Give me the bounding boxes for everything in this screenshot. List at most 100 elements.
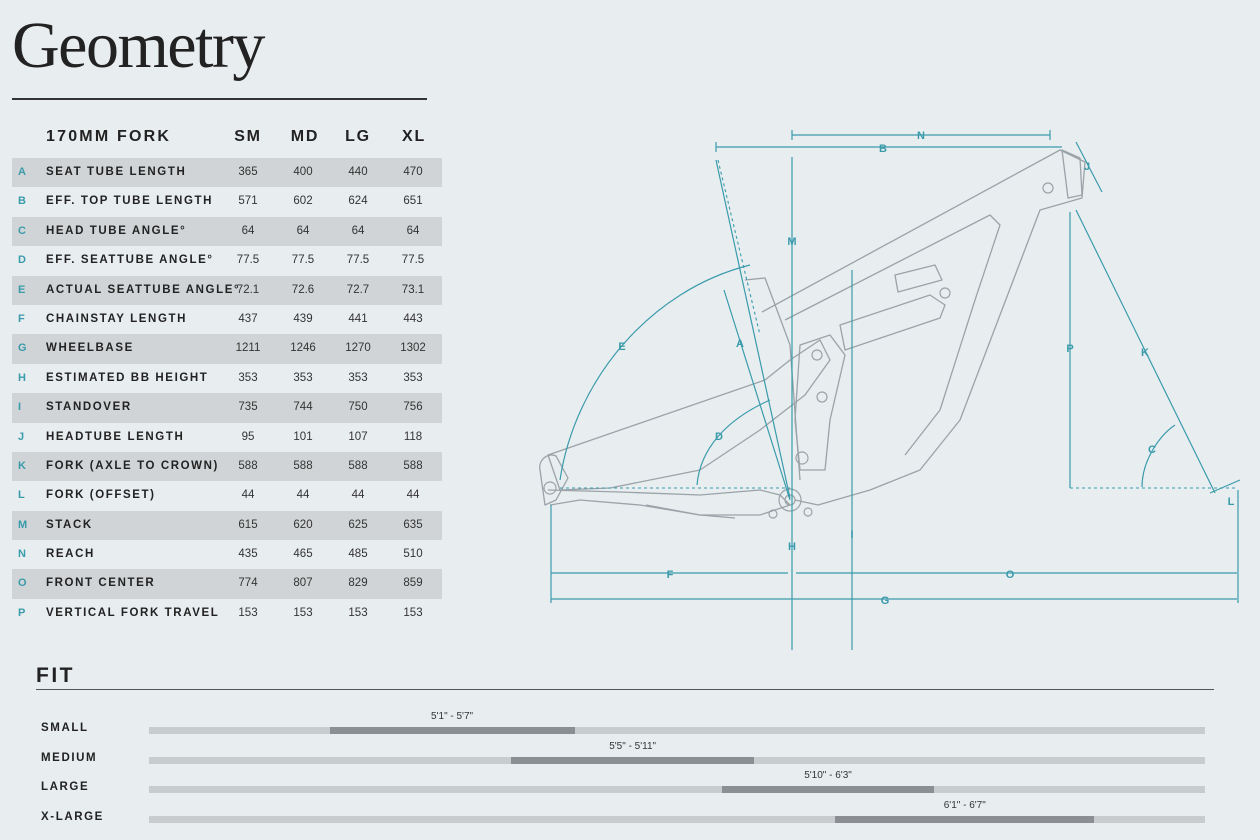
row-code: K — [18, 459, 26, 472]
row-code: C — [18, 224, 26, 237]
row-value-xl: 510 — [403, 548, 423, 561]
dim-a — [723, 289, 791, 501]
fit-track — [149, 786, 1205, 793]
row-value-md: 1246 — [290, 342, 316, 355]
letter-c: C — [1148, 444, 1156, 456]
letter-o: O — [1006, 569, 1015, 581]
row-label: HEADTUBE LENGTH — [46, 430, 185, 443]
fit-size-label: LARGE — [41, 781, 90, 793]
row-value-md: 807 — [293, 577, 313, 590]
dashed-references — [560, 159, 1238, 489]
row-value-sm: 571 — [238, 195, 258, 208]
row-value-lg: 77.5 — [346, 254, 370, 267]
shock-reservoir — [894, 264, 943, 293]
rocker-link — [794, 334, 846, 471]
row-code: E — [18, 283, 26, 296]
row-code: I — [18, 401, 22, 414]
row-value-sm: 353 — [238, 371, 258, 384]
row-value-lg: 353 — [348, 371, 368, 384]
dash-seat-axis — [717, 159, 761, 336]
fit-range-label: 6'1" - 6'7" — [943, 800, 986, 811]
row-code: L — [18, 489, 25, 502]
row-value-md: 439 — [293, 312, 313, 325]
fit-track — [149, 757, 1205, 764]
letter-p: P — [1066, 343, 1073, 355]
title-divider — [12, 98, 427, 100]
row-code: B — [18, 195, 26, 208]
row-code: M — [18, 518, 28, 531]
row-code: F — [18, 312, 25, 325]
row-value-lg: 485 — [348, 548, 368, 561]
row-value-lg: 588 — [348, 459, 368, 472]
row-code: O — [18, 577, 27, 590]
row-value-md: 620 — [293, 518, 313, 531]
pivot-mid — [816, 391, 828, 403]
fit-range-label: 5'5" - 5'11" — [609, 741, 657, 752]
row-value-xl: 651 — [403, 195, 423, 208]
row-label: FORK (OFFSET) — [46, 489, 156, 502]
size-header-lg: LG — [345, 128, 371, 145]
fit-height-range-bar — [835, 816, 1095, 823]
dim-fork-k — [1075, 209, 1216, 494]
pivot-upper — [811, 349, 823, 361]
row-code: D — [18, 254, 26, 267]
letter-i: I — [850, 529, 853, 541]
letter-g: G — [881, 595, 890, 607]
row-value-sm: 1211 — [235, 342, 261, 355]
fit-track — [149, 727, 1205, 734]
arc-e — [559, 264, 751, 481]
frame-details — [543, 182, 1054, 519]
row-code: J — [18, 430, 25, 443]
row-value-md: 153 — [293, 606, 313, 619]
row-label: REACH — [46, 548, 95, 561]
row-value-lg: 829 — [348, 577, 368, 590]
row-value-md: 44 — [296, 489, 310, 502]
letter-h: H — [788, 541, 796, 553]
letter-e: E — [618, 341, 625, 353]
fit-height-range-bar — [329, 727, 575, 734]
row-value-sm: 44 — [241, 489, 255, 502]
size-header-md: MD — [290, 128, 320, 145]
chainstay-lower — [645, 504, 736, 519]
bike-frame — [539, 149, 1086, 519]
top-tube — [761, 149, 1086, 506]
fit-range-label: 5'1" - 5'7" — [431, 711, 474, 722]
row-value-sm: 72.1 — [236, 283, 260, 296]
dimension-lines — [550, 130, 1241, 650]
letter-a: A — [736, 338, 744, 350]
row-label: EFF. TOP TUBE LENGTH — [46, 195, 214, 208]
seat-tube — [744, 277, 801, 481]
row-value-xl: 756 — [403, 401, 423, 414]
row-label: WHEELBASE — [46, 342, 134, 355]
pivot-lower — [795, 451, 809, 465]
row-value-lg: 441 — [348, 312, 368, 325]
row-value-xl: 635 — [403, 518, 423, 531]
chainring-bolt — [768, 509, 778, 519]
bb-shell — [778, 488, 802, 512]
table-header: 170MM FORK SM MD LG XL — [12, 124, 442, 158]
row-value-md: 465 — [293, 548, 313, 561]
letter-j: J — [1084, 161, 1090, 173]
row-code: A — [18, 166, 26, 178]
row-value-sm: 735 — [238, 401, 258, 414]
row-value-xl: 73.1 — [401, 283, 425, 296]
row-value-xl: 443 — [403, 312, 423, 325]
headtube-bolt — [1042, 182, 1054, 194]
row-value-md: 602 — [293, 195, 313, 208]
letter-l: L — [1228, 496, 1235, 508]
row-value-lg: 1270 — [345, 342, 371, 355]
row-value-xl: 77.5 — [401, 254, 425, 267]
row-value-lg: 750 — [348, 401, 368, 414]
shock-mount — [939, 287, 951, 299]
